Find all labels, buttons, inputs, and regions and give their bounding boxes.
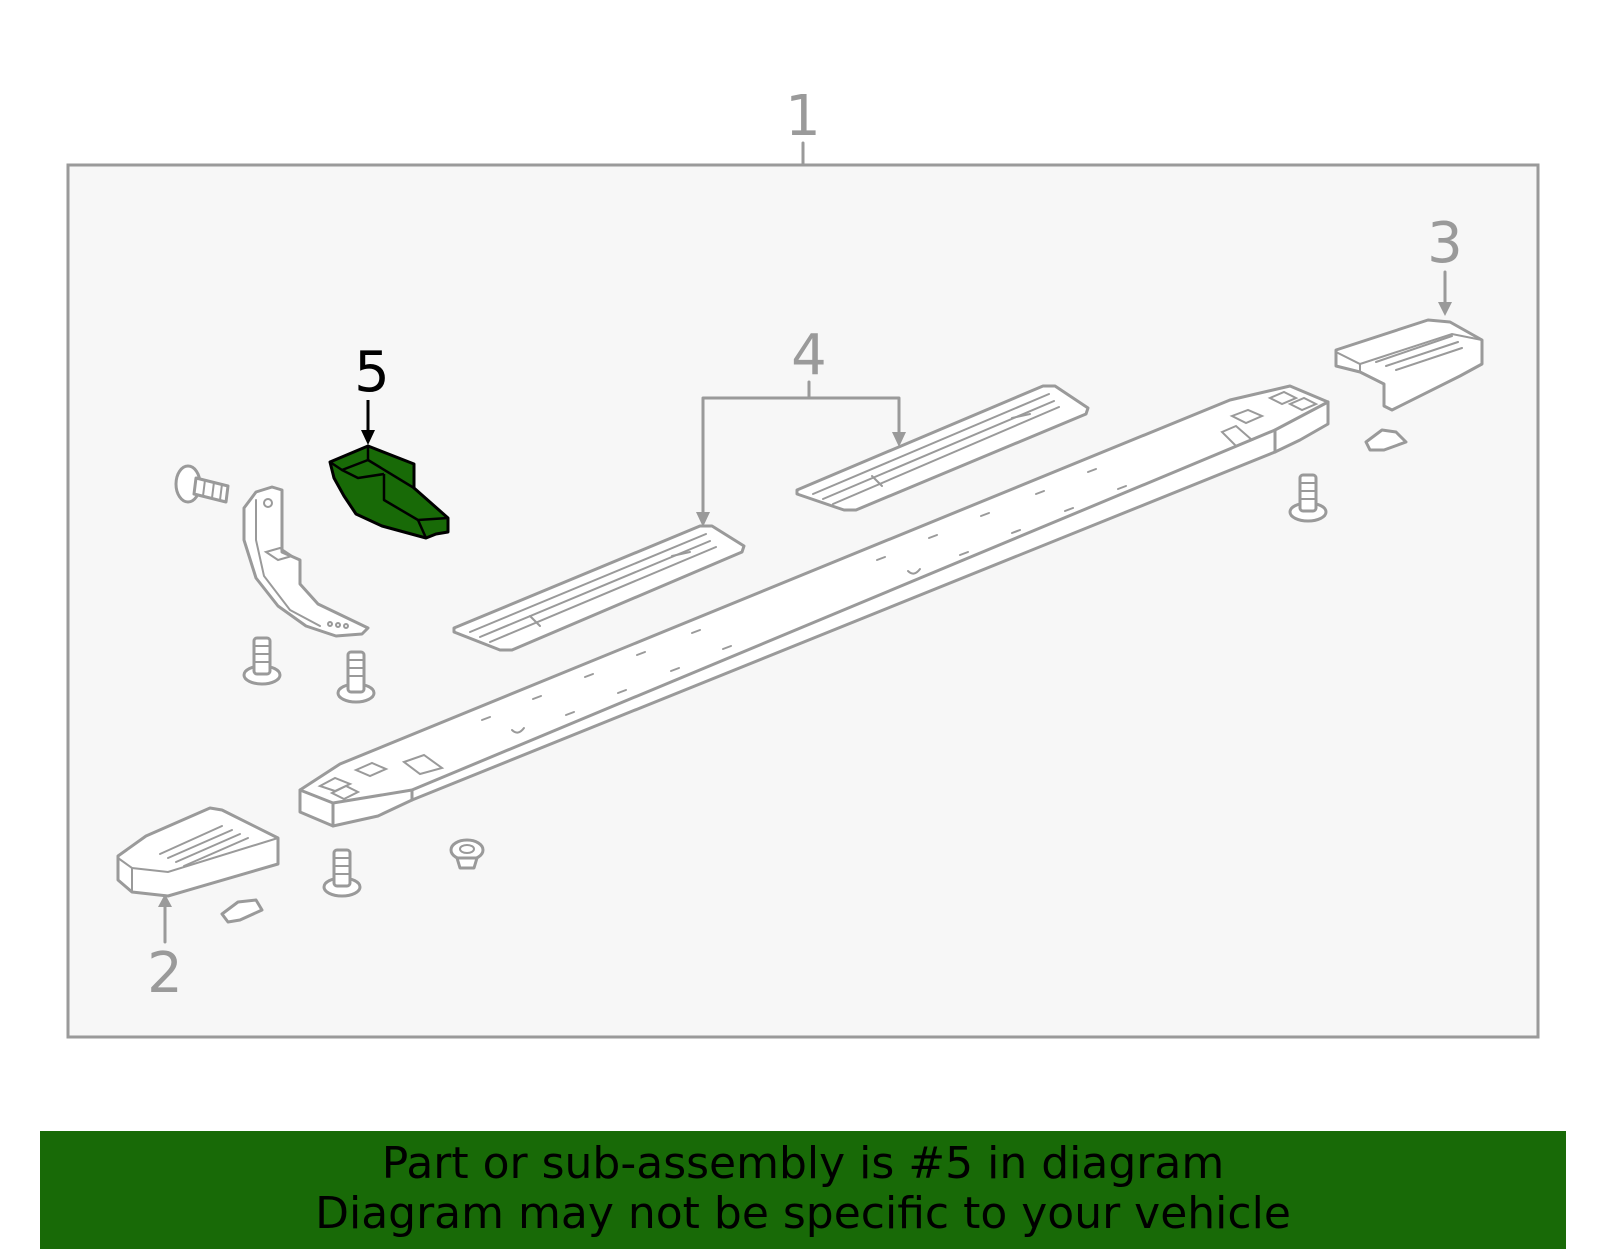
parts-diagram: 1 (66, 84, 1540, 1039)
banner-line-1: Part or sub-assembly is #5 in diagram (381, 1138, 1225, 1189)
flange-bolt-1[interactable] (242, 636, 282, 686)
callout-4[interactable]: 4 (791, 323, 827, 388)
end-cap-right[interactable] (1334, 318, 1484, 412)
callout-4-arrow-left (696, 512, 710, 527)
callout-2-arrow (158, 894, 172, 907)
step-pad-right[interactable] (795, 384, 1090, 512)
running-board[interactable] (298, 384, 1330, 828)
flange-bolt-4[interactable] (1288, 473, 1328, 523)
callout-3[interactable]: 3 (1427, 211, 1463, 276)
callout-4-leader (701, 380, 901, 514)
flange-nut[interactable] (449, 838, 485, 870)
flange-bolt-2[interactable] (336, 650, 376, 704)
mounting-bracket[interactable] (242, 485, 370, 638)
highlighted-part-5[interactable] (328, 444, 450, 540)
banner-line-2: Diagram may not be specific to your vehi… (315, 1188, 1291, 1239)
callout-3-arrow (1438, 302, 1452, 316)
retainer-clip-right[interactable] (1364, 428, 1408, 452)
callout-4-arrow-right (892, 432, 906, 447)
carriage-bolt[interactable] (174, 464, 230, 504)
callout-1[interactable]: 1 (785, 84, 821, 149)
callout-5[interactable]: 5 (354, 340, 390, 405)
callout-5-arrow (361, 430, 375, 445)
step-pad-left[interactable] (452, 524, 746, 652)
flange-bolt-3[interactable] (322, 848, 362, 898)
info-banner: Part or sub-assembly is #5 in diagram Di… (40, 1131, 1566, 1249)
callout-2[interactable]: 2 (147, 941, 183, 1006)
end-cap-left[interactable] (116, 806, 280, 898)
retainer-clip-left[interactable] (220, 898, 264, 924)
